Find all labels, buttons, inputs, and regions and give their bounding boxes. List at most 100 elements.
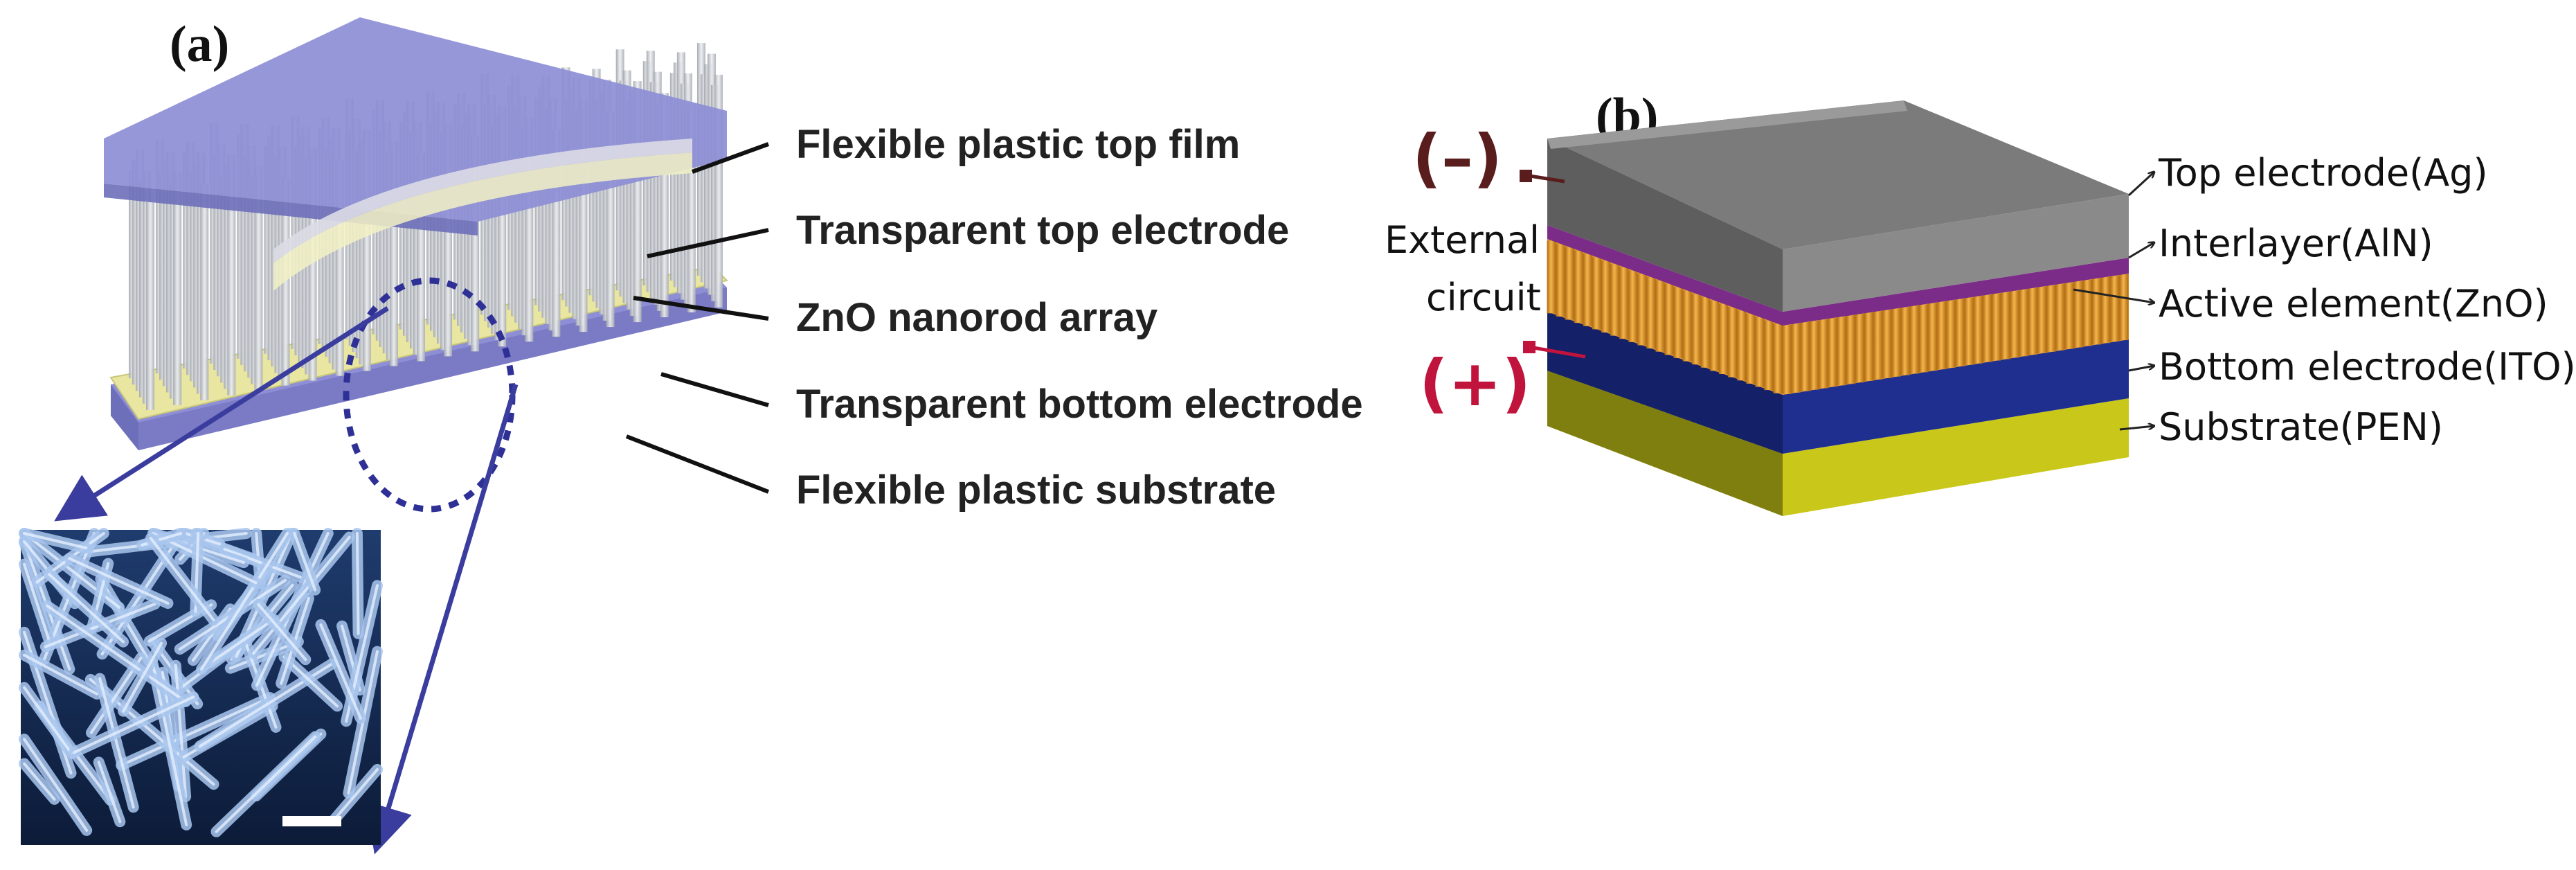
sem-nanorod-highlight [23, 653, 99, 695]
positive-lead-marker [1523, 341, 1535, 353]
zno-rod [1782, 325, 1792, 394]
zno-rod [2110, 275, 2120, 342]
sem-nanorod-highlight [257, 603, 307, 662]
zno-rod [1655, 281, 1665, 352]
zno-rod [1773, 323, 1783, 393]
sem-nanorod-highlight [68, 557, 170, 605]
zno-rod [2010, 290, 2019, 358]
sem-nanorod-highlight [200, 532, 289, 671]
sem-nanorod-highlight [48, 573, 125, 643]
zno-rod [1682, 290, 1692, 362]
zno-rod [1700, 297, 1710, 368]
callout-substrate: Flexible plastic substrate [796, 468, 1276, 513]
zno-rod [1900, 307, 1910, 375]
callout-nanorod-array: ZnO nanorod array [796, 295, 1158, 340]
zno-rod [1601, 260, 1610, 332]
nanorod [254, 166, 263, 391]
sem-nanorod-highlight [122, 641, 163, 713]
zno-rod [1964, 297, 1974, 365]
zno-rod [1819, 319, 1828, 389]
zno-rod [1946, 300, 1956, 369]
panel-a: (a) [19, 16, 1363, 855]
zno-rod [1673, 287, 1683, 358]
zno-rod [1791, 323, 1801, 393]
zno-rod [1764, 320, 1774, 391]
nanorod [281, 177, 290, 386]
sem-inset-image [19, 528, 383, 845]
callout-top-film: Flexible plastic top film [796, 122, 1240, 167]
zno-rod [1810, 321, 1819, 390]
zno-rod [1882, 310, 1892, 378]
sem-nanorod-highlight [282, 655, 339, 708]
zno-rod [1973, 296, 1983, 364]
top-film [104, 17, 727, 291]
label-interlayer-aln: Interlayer(AlN) [2159, 222, 2433, 265]
sem-nanorod-highlight [97, 761, 122, 824]
sem-nanorod-highlight [333, 767, 379, 821]
zno-rod [2055, 283, 2065, 350]
zno-rod [2046, 285, 2056, 352]
negative-lead-marker [1520, 170, 1532, 182]
label-active-element-zno: Active element(ZnO) [2159, 282, 2548, 326]
sem-nanorod-highlight [23, 562, 52, 644]
zno-rod [2082, 279, 2092, 346]
sem-nanorod-highlight [209, 618, 276, 664]
zoom-arrow-left [54, 306, 389, 522]
zno-rod [1855, 314, 1864, 383]
sem-nanorod-highlight [23, 738, 89, 832]
zno-rod [1610, 264, 1620, 336]
panel-b: (b) (–) External circuit (+) [1385, 88, 2576, 516]
positive-lead [1533, 346, 1586, 359]
sem-nanorod-highlight [23, 762, 56, 801]
zoom-arrow-right [365, 383, 519, 855]
circuit-label-line2: circuit [1426, 276, 1541, 319]
zno-rod [1719, 303, 1728, 374]
zno-rod [1728, 307, 1738, 378]
sem-nanorod-highlight [120, 696, 271, 767]
zno-rod [1937, 301, 1947, 370]
nanorod [173, 172, 182, 405]
zno-rod [1891, 308, 1901, 377]
nanorod [227, 154, 236, 396]
zno-rod [1646, 277, 1656, 349]
layer-ag [1547, 100, 2129, 312]
layer-ito [1547, 312, 2129, 454]
zno-rod [1846, 315, 1855, 384]
nanorod [146, 202, 155, 410]
panel-a-label: (a) [170, 16, 229, 73]
nanorod [200, 184, 209, 400]
zno-rod [2064, 282, 2074, 349]
zno-rod [1574, 250, 1583, 323]
zno-rod [1746, 314, 1756, 384]
zno-rod [2037, 286, 2046, 353]
sem-nanorod-highlight [73, 695, 195, 754]
layer-zno [1547, 239, 2129, 395]
zno-rod [1547, 240, 1556, 314]
layer-callout-arrows [2073, 172, 2154, 431]
sem-nanorod-highlight [215, 735, 317, 833]
zno-rod [1737, 310, 1747, 381]
sem-nanorod-highlight [23, 532, 88, 550]
zno-rod [1909, 305, 1919, 374]
zno-rod [1992, 293, 2001, 361]
label-top-electrode-ag: Top electrode(Ag) [2158, 151, 2488, 195]
zno-rod [1565, 247, 1574, 320]
zno-rod [1619, 267, 1629, 339]
sem-nanorod-highlight [46, 604, 188, 703]
label-bottom-electrode-ito: Bottom electrode(ITO) [2159, 345, 2576, 389]
sem-nanorod-highlight [355, 532, 360, 635]
negative-terminal: (–) [1412, 121, 1502, 195]
zno-rod [1628, 270, 1638, 342]
zno-rod [1918, 304, 1928, 373]
scale-bar [282, 816, 341, 826]
zno-rod [2028, 287, 2037, 355]
zno-rod [2101, 276, 2111, 344]
zno-rod [1709, 300, 1719, 371]
zno-rod [1873, 311, 1883, 380]
zno-rod [1755, 317, 1765, 387]
sem-nanorod-highlight [174, 664, 188, 799]
circuit-label-line1: External [1385, 218, 1540, 262]
zno-rod [1864, 312, 1873, 381]
callout-bottom-electrode: Transparent bottom electrode [796, 382, 1363, 427]
